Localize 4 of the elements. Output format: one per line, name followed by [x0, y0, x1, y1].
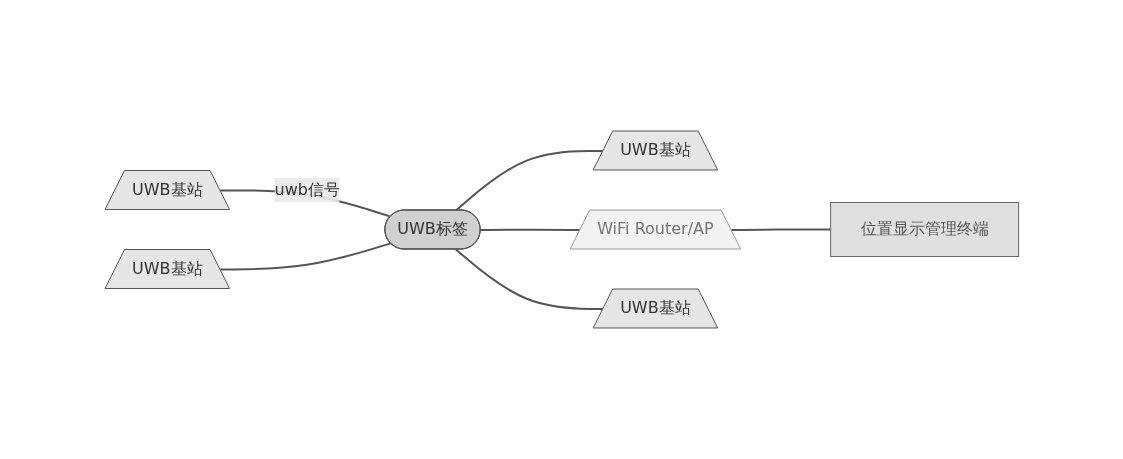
connector	[218, 242, 392, 271]
edge-label: uwb信号	[274, 180, 340, 199]
node-box: 位置显示管理终端	[829, 202, 1019, 257]
connector	[730, 228, 832, 231]
